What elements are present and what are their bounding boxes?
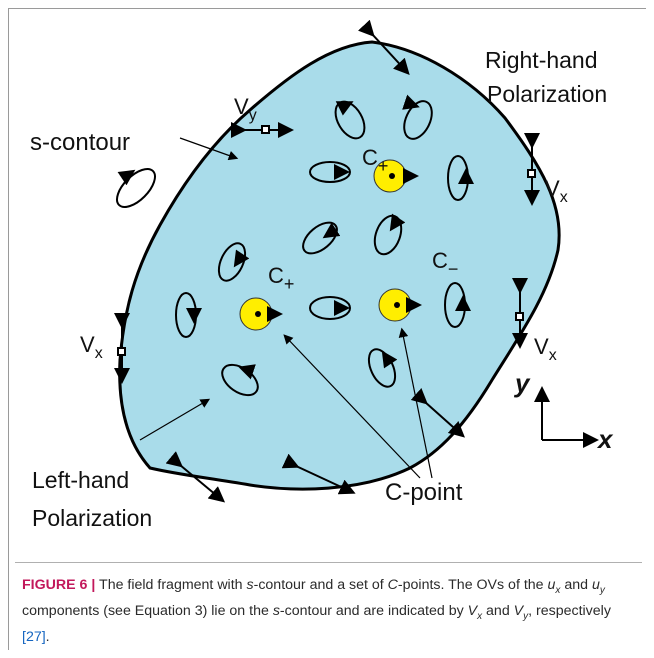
figure-caption: FIGURE 6 | The field fragment with s-con… xyxy=(22,575,637,648)
s-contour-label: s-contour xyxy=(30,129,130,156)
axis-x-label: x xyxy=(596,424,614,454)
ellipse-outside xyxy=(111,163,162,214)
axes xyxy=(542,390,595,440)
caption-divider xyxy=(15,562,642,563)
right-hand-label-1: Right-hand xyxy=(485,47,598,73)
left-hand-label-2: Polarization xyxy=(32,505,152,531)
reference-link[interactable]: [27] xyxy=(22,629,46,645)
vx-label-right-lower: Vx xyxy=(534,334,557,364)
c-point-label: C-point xyxy=(385,479,463,506)
left-hand-label-1: Left-hand xyxy=(32,467,129,493)
figure-diagram: Right-hand Polarization s-contour Left-h… xyxy=(0,0,654,560)
figure-number: FIGURE 6 | xyxy=(22,577,95,593)
c-point xyxy=(240,298,272,330)
right-hand-label-2: Polarization xyxy=(487,81,607,107)
field-region xyxy=(120,42,560,489)
vx-label-left: Vx xyxy=(80,332,103,362)
axis-y-label: y xyxy=(513,368,531,398)
c-point xyxy=(379,289,411,321)
